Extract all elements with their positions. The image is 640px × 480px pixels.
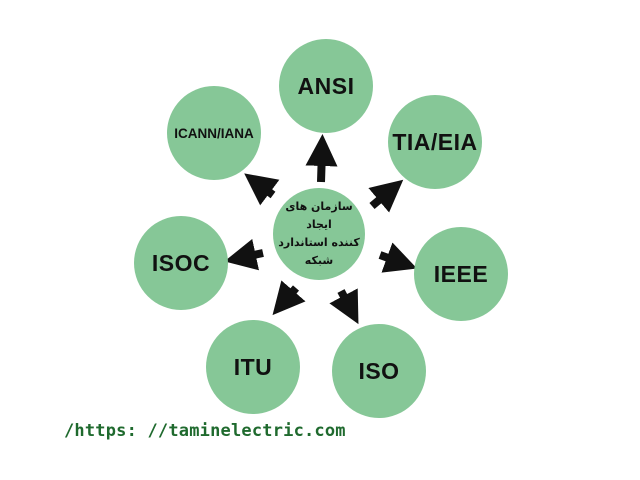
arrow-to-tia-eia — [368, 179, 404, 213]
node-center: سازمان های ایجاد کننده استاندارد شبکه — [273, 188, 365, 280]
center-label-line2: کننده استاندارد شبکه — [278, 236, 360, 267]
node-itu-label: ITU — [233, 353, 273, 380]
node-isoc: ISOC — [134, 216, 228, 310]
node-ansi: ANSI — [279, 39, 373, 133]
arrow-to-isoc — [224, 238, 264, 271]
node-ieee-label: IEEE — [433, 260, 489, 287]
node-itu: ITU — [206, 320, 300, 414]
node-isoc-label: ISOC — [151, 249, 211, 276]
node-tia-eia-label: TIA/EIA — [392, 128, 478, 155]
arrow-to-itu — [272, 280, 306, 316]
arrow-to-icann-iana — [244, 173, 280, 206]
node-icann-iana-label: ICANN/IANA — [174, 125, 254, 141]
arrow-to-iso — [329, 288, 359, 325]
center-label-line1: سازمان های ایجاد — [285, 200, 353, 231]
watermark-url: /https: //taminelectric.com — [64, 421, 346, 441]
arrow-to-ieee — [378, 242, 418, 273]
node-iso-label: ISO — [358, 357, 400, 384]
node-iso: ISO — [332, 324, 426, 418]
node-icann-iana: ICANN/IANA — [167, 86, 261, 180]
node-ansi-label: ANSI — [297, 72, 355, 99]
node-tia-eia: TIA/EIA — [388, 95, 482, 189]
node-ieee: IEEE — [414, 227, 508, 321]
arrow-to-ansi — [305, 134, 338, 183]
